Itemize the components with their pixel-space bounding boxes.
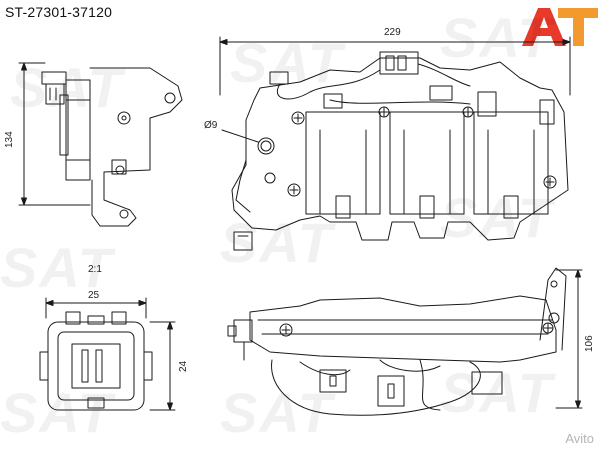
screw-icon: [462, 106, 474, 118]
watermark: SAT: [0, 236, 114, 299]
avito-watermark: Avito: [565, 431, 594, 446]
dimension-bracket-height: 106: [584, 335, 595, 352]
top-view: [219, 36, 571, 251]
scale-label: 2:1: [88, 264, 102, 275]
watermark: SAT: [440, 186, 554, 249]
at-logo: [522, 8, 598, 46]
screw-icon: [279, 323, 293, 337]
dimension-connector-width: 25: [88, 290, 100, 301]
dimension-height-side: 134: [4, 131, 15, 148]
screw-icon: [287, 183, 301, 197]
connector-view: [39, 297, 176, 411]
screw-icon: [542, 322, 554, 334]
watermark: SAT: [0, 381, 114, 444]
dimension-connector-height: 24: [178, 360, 189, 372]
dimension-hole-diameter: Ø9: [204, 120, 218, 131]
watermark: SAT: [440, 6, 554, 69]
dimension-width-top: 229: [384, 27, 401, 38]
watermark: SAT: [220, 211, 334, 274]
screw-icon: [378, 106, 390, 118]
watermark: SAT: [220, 381, 334, 444]
side-view: [18, 62, 183, 227]
screw-icon: [291, 111, 305, 125]
front-view: [227, 267, 583, 416]
part-number: ST-27301-37120: [5, 4, 113, 20]
screw-icon: [543, 175, 557, 189]
